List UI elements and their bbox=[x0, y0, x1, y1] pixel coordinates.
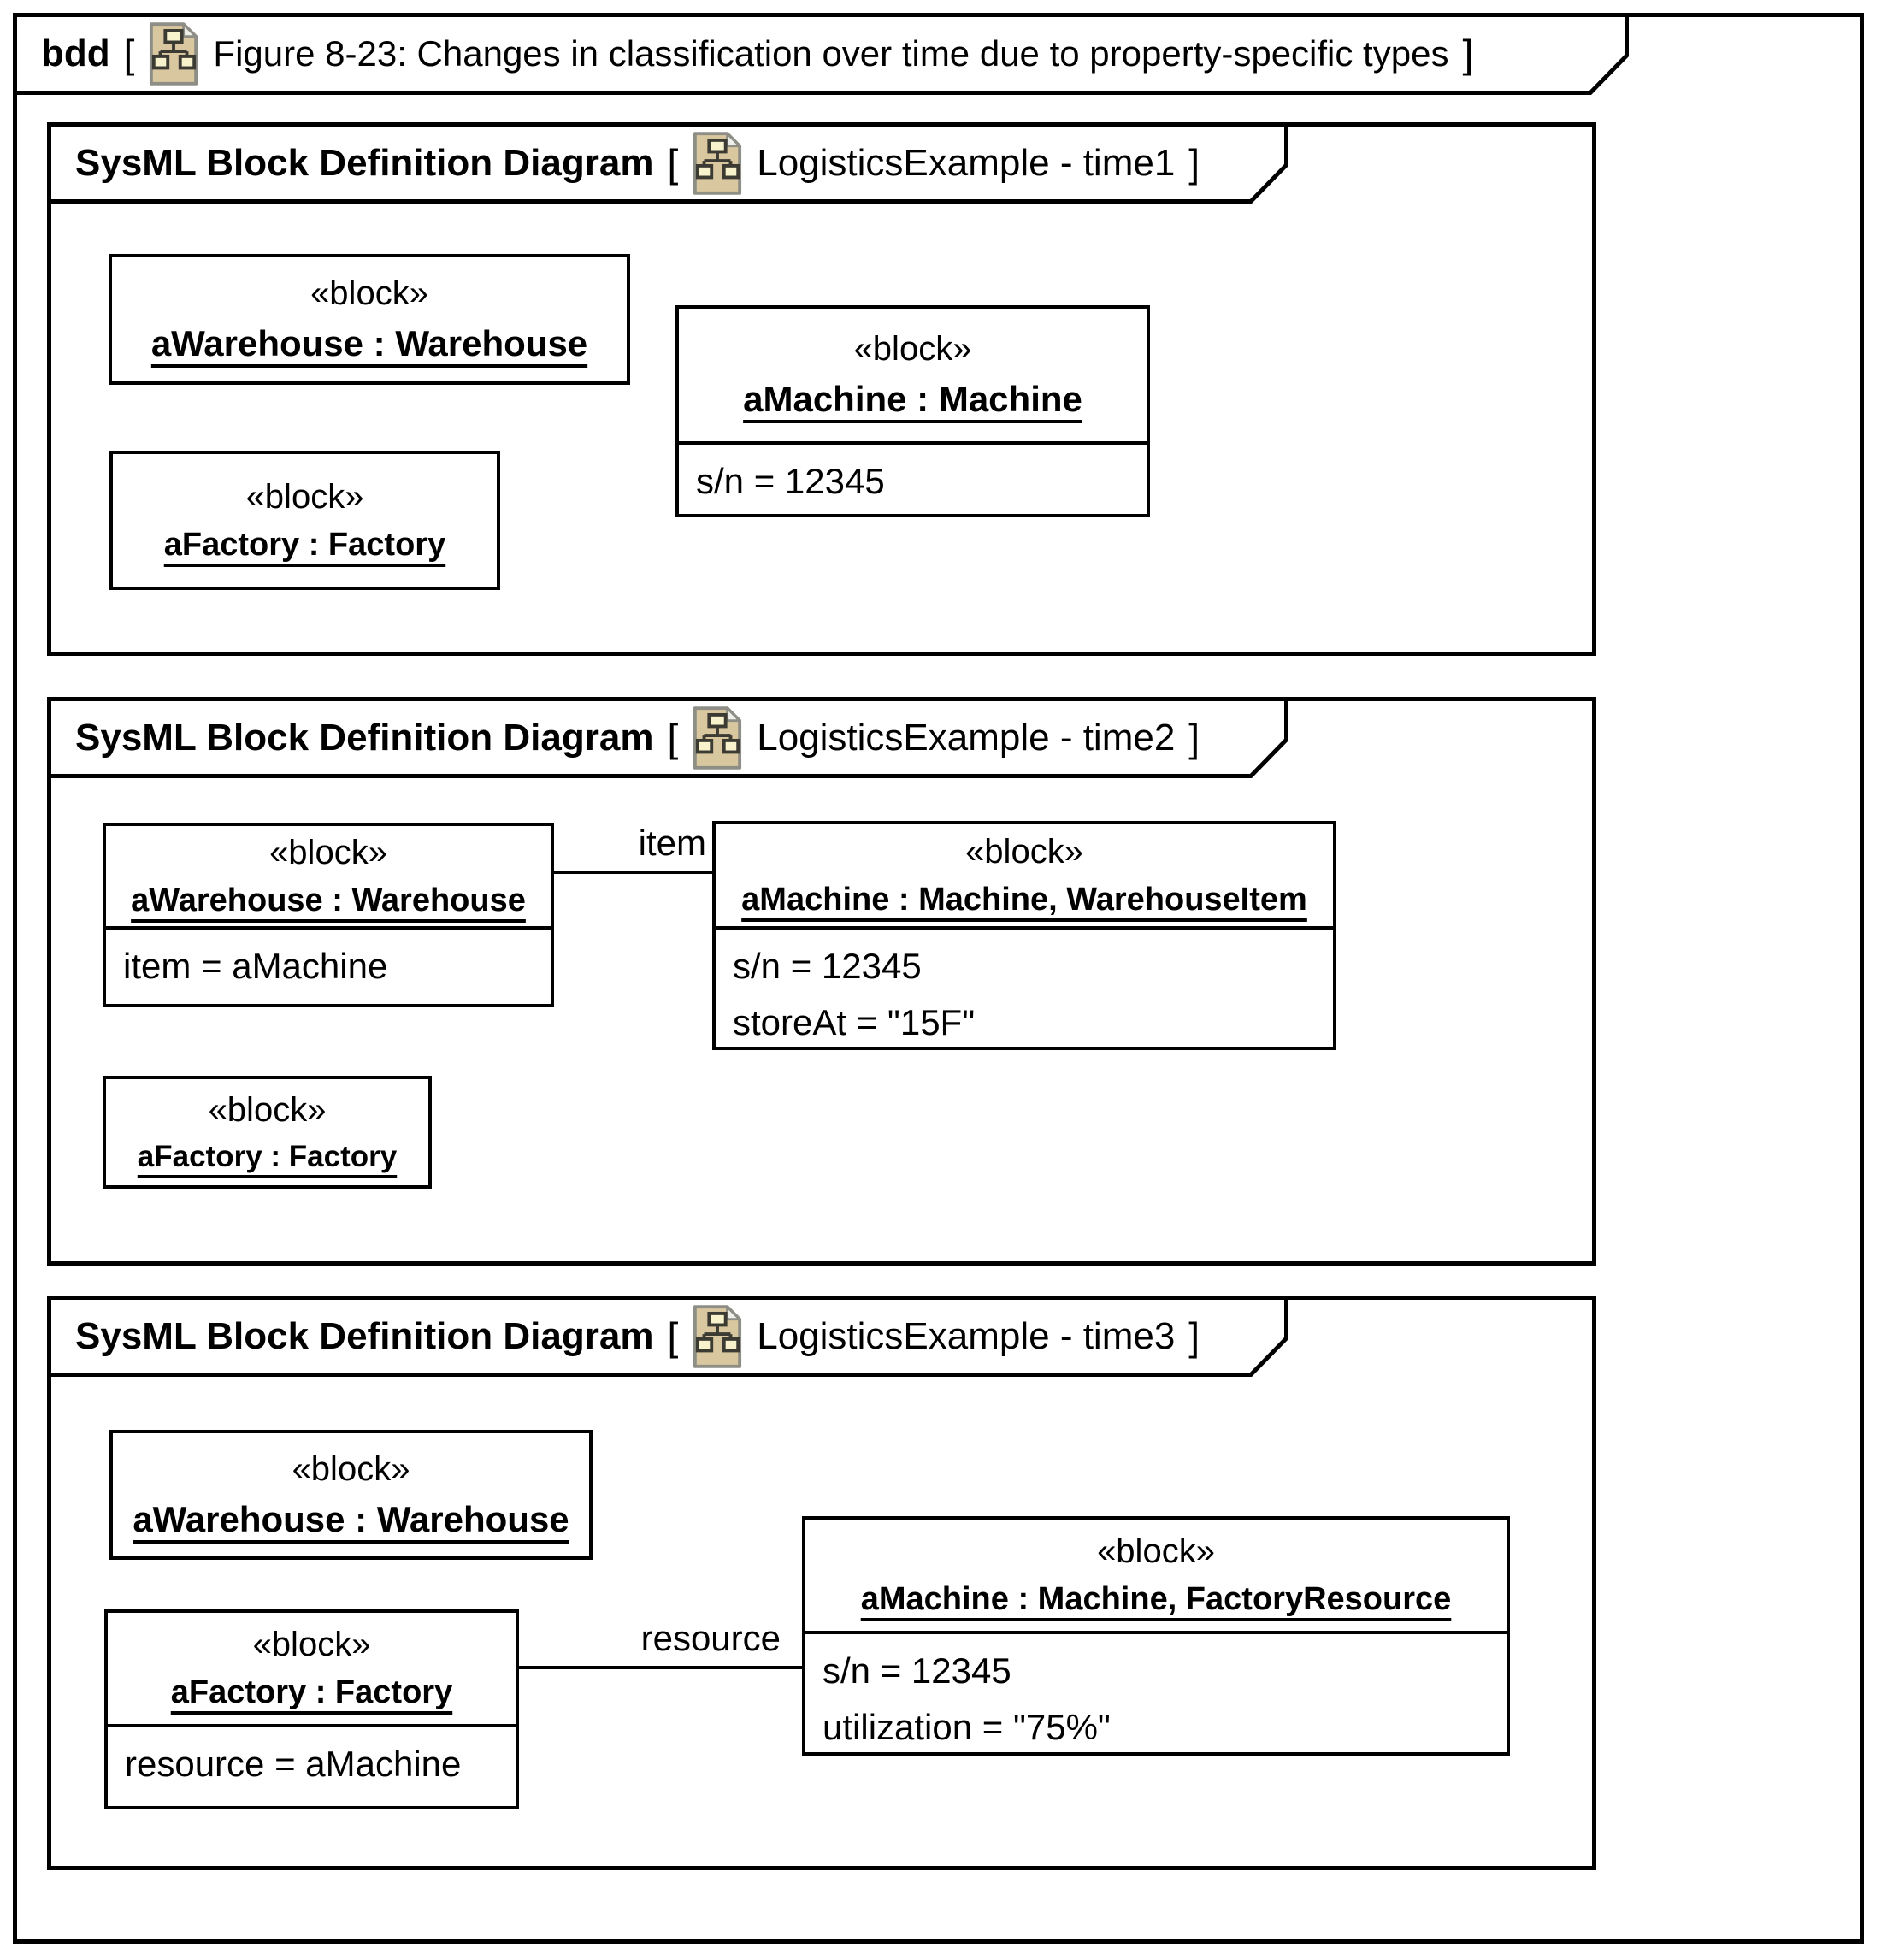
block-name: aFactory : Factory bbox=[137, 1139, 398, 1173]
block-name-compartment: «block» aWarehouse : Warehouse bbox=[106, 826, 551, 926]
bracket-open: [ bbox=[123, 32, 135, 76]
diagram-document-icon bbox=[693, 132, 742, 195]
frame-title: SysML Block Definition Diagram bbox=[75, 142, 654, 184]
block-name-compartment: «block» aMachine : Machine bbox=[679, 309, 1147, 441]
value-line: s/n = 12345 bbox=[823, 1650, 1011, 1691]
block-values-compartment: s/n = 12345 bbox=[679, 441, 1147, 514]
block-name-compartment: «block» aFactory : Factory bbox=[106, 1079, 428, 1185]
connector-resource bbox=[519, 1666, 804, 1669]
outer-frame-header: bdd [ Figure 8-23: Changes in classifica… bbox=[41, 21, 1473, 86]
block-name: aMachine : Machine bbox=[743, 379, 1082, 419]
bracket-open: [ bbox=[667, 141, 679, 186]
bracket-close: ] bbox=[1462, 32, 1474, 76]
frame-name: LogisticsExample - time3 bbox=[757, 1315, 1176, 1357]
frame-title: SysML Block Definition Diagram bbox=[75, 717, 654, 759]
block-name: aWarehouse : Warehouse bbox=[133, 1498, 569, 1539]
stereotype-label: «block» bbox=[269, 833, 387, 871]
value-line: item = aMachine bbox=[123, 946, 388, 986]
stereotype-label: «block» bbox=[208, 1090, 327, 1129]
value-line: s/n = 12345 bbox=[696, 461, 885, 501]
block-awarehouse-time2: «block» aWarehouse : Warehouse item = aM… bbox=[103, 823, 554, 1007]
block-name: aWarehouse : Warehouse bbox=[150, 323, 588, 363]
value-line: resource = aMachine bbox=[125, 1744, 462, 1784]
block-afactory-time1: «block» aFactory : Factory bbox=[109, 451, 500, 590]
block-name-compartment: «block» aFactory : Factory bbox=[108, 1613, 516, 1724]
stereotype-label: «block» bbox=[292, 1449, 410, 1488]
bracket-close: ] bbox=[1188, 141, 1200, 186]
block-name: aMachine : Machine, FactoryResource bbox=[860, 1581, 1452, 1617]
bracket-close: ] bbox=[1188, 1314, 1200, 1359]
block-name: aFactory : Factory bbox=[170, 1674, 453, 1710]
block-name-compartment: «block» aMachine : Machine, FactoryResou… bbox=[805, 1520, 1507, 1631]
stereotype-label: «block» bbox=[853, 330, 972, 368]
frame-time1-tab bbox=[47, 122, 1288, 204]
value-line: utilization = "75%" bbox=[823, 1707, 1111, 1747]
block-name-compartment: «block» aWarehouse : Warehouse bbox=[112, 257, 627, 381]
frame-time2-header: SysML Block Definition Diagram [ Logisti… bbox=[75, 705, 1200, 771]
bracket-close: ] bbox=[1188, 716, 1200, 760]
block-amachine-time3: «block» aMachine : Machine, FactoryResou… bbox=[802, 1516, 1510, 1756]
block-name: aFactory : Factory bbox=[163, 526, 446, 563]
stereotype-label: «block» bbox=[310, 275, 428, 312]
outer-frame-tab bbox=[13, 13, 1629, 95]
figure-title: Figure 8-23: Changes in classification o… bbox=[213, 33, 1449, 74]
block-values-compartment: item = aMachine bbox=[106, 926, 551, 1004]
bdd-keyword: bdd bbox=[41, 32, 110, 74]
stereotype-label: «block» bbox=[245, 477, 364, 516]
block-afactory-time3: «block» aFactory : Factory resource = aM… bbox=[104, 1609, 519, 1809]
bracket-open: [ bbox=[667, 1314, 679, 1359]
block-afactory-time2: «block» aFactory : Factory bbox=[103, 1076, 432, 1189]
frame-title: SysML Block Definition Diagram bbox=[75, 1315, 654, 1357]
block-awarehouse-time3: «block» aWarehouse : Warehouse bbox=[109, 1430, 593, 1560]
frame-time3-tab bbox=[47, 1296, 1288, 1377]
block-name: aWarehouse : Warehouse bbox=[131, 882, 526, 918]
frame-name: LogisticsExample - time1 bbox=[757, 142, 1176, 184]
block-name: aMachine : Machine, WarehouseItem bbox=[741, 881, 1307, 918]
stereotype-label: «block» bbox=[965, 832, 1083, 871]
connector-item bbox=[554, 871, 714, 874]
frame-time2-tab bbox=[47, 697, 1288, 778]
block-name-compartment: «block» aWarehouse : Warehouse bbox=[113, 1433, 589, 1556]
frame-time1-header: SysML Block Definition Diagram [ Logisti… bbox=[75, 130, 1200, 197]
block-name-compartment: «block» aMachine : Machine, WarehouseIte… bbox=[716, 824, 1333, 926]
block-values-compartment: resource = aMachine bbox=[108, 1724, 516, 1806]
block-values-compartment: s/n = 12345 storeAt = "15F" bbox=[716, 926, 1333, 1051]
bracket-open: [ bbox=[667, 716, 679, 760]
block-name-compartment: «block» aFactory : Factory bbox=[113, 454, 497, 587]
block-amachine-time1: «block» aMachine : Machine s/n = 12345 bbox=[675, 305, 1150, 517]
stereotype-label: «block» bbox=[1097, 1532, 1215, 1570]
diagram-document-icon bbox=[150, 22, 198, 86]
stereotype-label: «block» bbox=[252, 1626, 371, 1663]
frame-name: LogisticsExample - time2 bbox=[757, 717, 1176, 759]
diagram-document-icon bbox=[693, 1305, 742, 1368]
value-line: s/n = 12345 bbox=[733, 946, 922, 986]
block-values-compartment: s/n = 12345 utilization = "75%" bbox=[805, 1631, 1507, 1756]
frame-time3-header: SysML Block Definition Diagram [ Logisti… bbox=[75, 1303, 1200, 1370]
diagram-document-icon bbox=[693, 706, 742, 770]
block-awarehouse-time1: «block» aWarehouse : Warehouse bbox=[109, 254, 630, 385]
value-line: storeAt = "15F" bbox=[733, 1002, 976, 1042]
block-amachine-time2: «block» aMachine : Machine, WarehouseIte… bbox=[712, 821, 1336, 1050]
connector-item-label: item bbox=[638, 823, 706, 863]
connector-resource-label: resource bbox=[640, 1618, 781, 1658]
